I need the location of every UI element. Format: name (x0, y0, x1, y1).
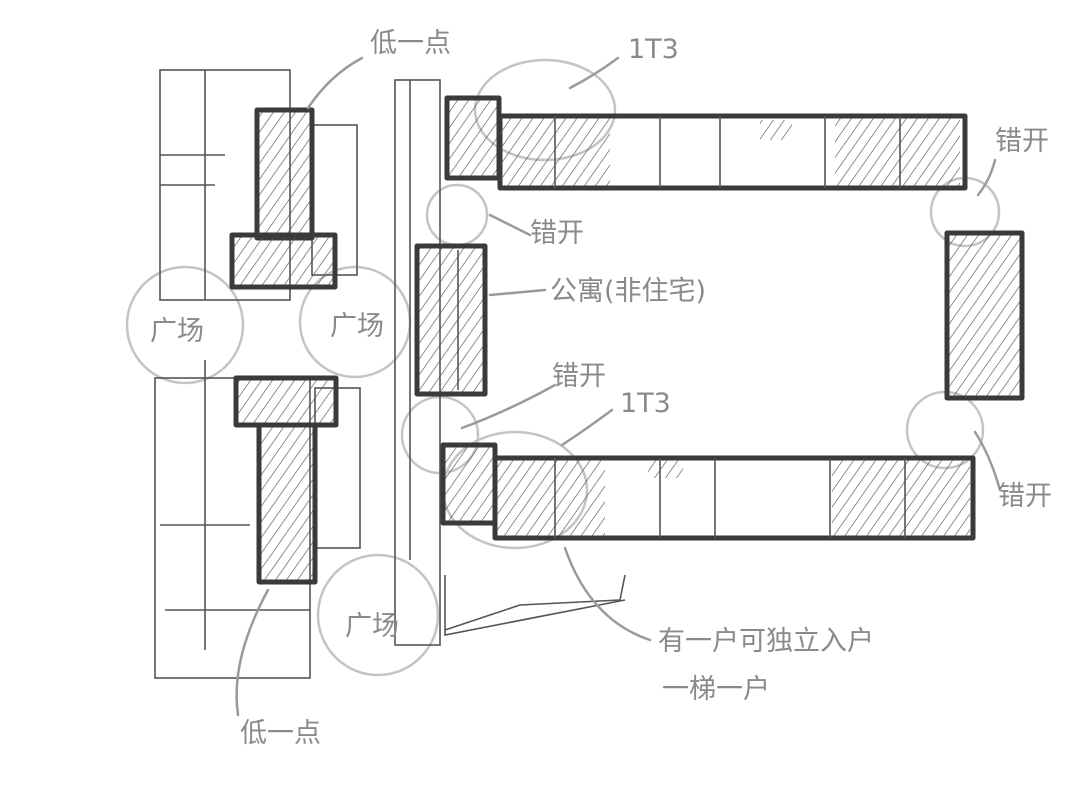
buildings (229, 95, 1025, 585)
label-note-line1: 有一户可独立入户 (658, 626, 874, 657)
plaza-circle-left (125, 265, 245, 385)
slab-bottom (440, 442, 976, 541)
label-plaza-bottom: 广场 (345, 611, 399, 642)
plaza-circle-bottom (316, 553, 440, 677)
stagger-circle-middle (425, 183, 489, 247)
low-tower-top (229, 107, 338, 290)
label-plaza-left: 广场 (150, 316, 204, 347)
slab-top (444, 95, 968, 191)
low-tower-bottom (233, 375, 339, 585)
leader-lines (235, 56, 1002, 717)
label-lower-top: 低一点 (370, 28, 451, 59)
label-stagger-bottom-right: 错开 (998, 481, 1052, 512)
label-type-top: 1T3 (628, 34, 679, 65)
labels: 低一点 1T3 错开 错开 公寓(非住宅) 广场 广场 错开 1T3 错开 广场… (150, 28, 1052, 749)
label-stagger-top-right: 错开 (995, 126, 1049, 157)
label-stagger-middle-upper: 错开 (530, 218, 584, 249)
label-type-bottom: 1T3 (620, 388, 671, 419)
apartment-block (414, 243, 488, 397)
label-apartment: 公寓(非住宅) (550, 276, 706, 307)
label-lower-bottom: 低一点 (240, 718, 321, 749)
slab-right (944, 230, 1025, 401)
label-stagger-middle-lower: 错开 (552, 361, 606, 392)
label-note-line2: 一梯一户 (662, 674, 770, 705)
label-plaza-center: 广场 (330, 311, 384, 342)
outline-bottom-edge (444, 574, 626, 636)
